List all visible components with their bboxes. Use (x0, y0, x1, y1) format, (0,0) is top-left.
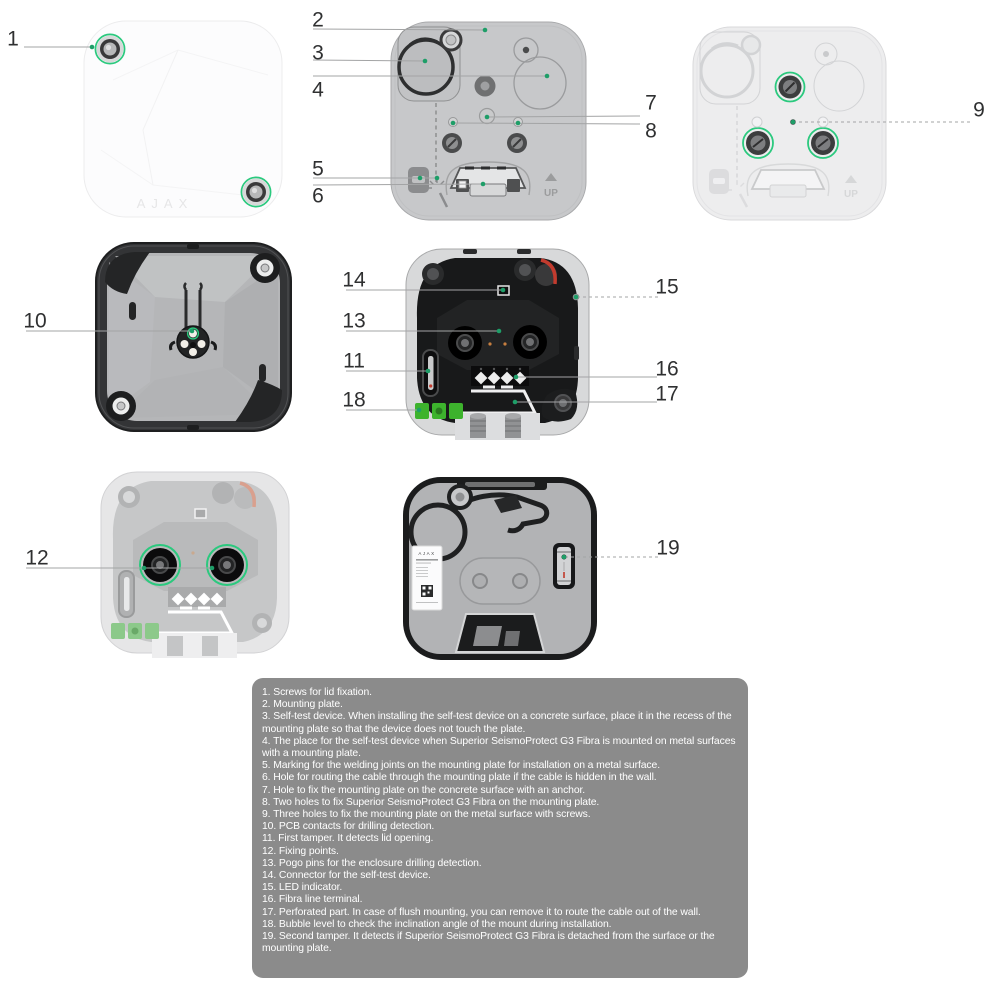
metal-hole-right (817, 116, 829, 128)
device-mounting-plate-faded: UP (692, 26, 887, 221)
callout-17: 17 (655, 382, 679, 406)
callout-3: 3 (312, 41, 324, 65)
device-mounting-plate: UP (390, 21, 587, 221)
lid-screw-boss-bottom-left (106, 391, 136, 421)
callout-15: 15 (655, 275, 679, 299)
lid-screw-boss-top-right (250, 253, 280, 283)
device-lid-inside (95, 242, 292, 432)
fixing-point-left (139, 544, 181, 586)
callout-12: 12 (25, 546, 49, 570)
pcb-contacts (169, 282, 217, 359)
legend-item: 5. Marking for the welding joints on the… (262, 760, 660, 772)
second-tamper (553, 543, 575, 589)
up-label: UP (544, 188, 558, 199)
legend-item: 18. Bubble level to check the inclinatio… (262, 918, 612, 930)
lid-screw-top-left (94, 33, 126, 65)
board-screw-top-left (422, 263, 444, 285)
red-wire (540, 258, 557, 285)
ajax-logo: AJAX (137, 196, 194, 211)
product-label: AJAX (411, 545, 443, 611)
welding-mask-icon-faded (709, 169, 749, 208)
damper-right (513, 325, 547, 359)
metal-screw-top (774, 71, 806, 103)
legend-item: 7. Hole to fix the mounting plate on the… (262, 784, 586, 796)
plate-screw-right (507, 133, 527, 153)
callout-16: 16 (655, 357, 679, 381)
callout-6: 6 (312, 184, 324, 208)
callout-1: 1 (7, 27, 19, 51)
device-internals (405, 248, 590, 440)
lid-screw-bottom-right (240, 176, 272, 208)
legend-item: 14. Connector for the self-test device. (262, 870, 431, 882)
mount-bolt-right (505, 413, 521, 438)
legend-item: 11. First tamper. It detects lid opening… (262, 833, 434, 845)
callout-7: 7 (645, 91, 657, 115)
qr-code (421, 585, 433, 597)
callout-11: 11 (343, 349, 365, 373)
damper-left (448, 326, 482, 360)
callout-2: 2 (312, 8, 324, 32)
fix-hole-left (448, 117, 458, 127)
board-screw-bottom-right (541, 388, 578, 422)
connector-recess (445, 161, 531, 197)
legend-item: 15. LED indicator. (262, 882, 343, 894)
metal-hole-left (751, 116, 763, 128)
callout-13: 13 (342, 309, 366, 333)
callout-10: 10 (23, 309, 47, 333)
metal-hole-center (790, 119, 796, 125)
self-test-recess (397, 26, 463, 102)
bubble-level (415, 403, 463, 419)
device-back: AJAX (403, 477, 597, 660)
up-arrow-icon-faded: UP (844, 175, 858, 200)
legend-item: 12. Fixing points. (262, 845, 339, 857)
callout-8: 8 (645, 119, 657, 143)
callout-9: 9 (973, 98, 985, 122)
legend-item: 13. Pogo pins for the enclosure drilling… (262, 857, 482, 869)
metal-screw-right (807, 127, 839, 159)
legend-item: 17. Perforated part. In case of flush mo… (262, 906, 701, 918)
legend-item: 3. Self-test device. When installing the… (262, 711, 732, 735)
legend-item: 9. Three holes to fix the mounting plate… (262, 809, 591, 821)
self-test-connector (497, 285, 510, 296)
board-screw-top-right (514, 259, 536, 281)
device-internals-faded (100, 471, 290, 658)
fixing-point-right (206, 544, 248, 586)
legend-item: 2. Mounting plate. (262, 699, 343, 711)
metal-screw-left (742, 127, 774, 159)
callout-5: 5 (312, 157, 324, 181)
anchor-hole (478, 107, 496, 125)
callout-14: 14 (342, 268, 366, 292)
mount-oval (459, 557, 541, 605)
fibra-terminal (471, 366, 529, 386)
led-indicator (572, 293, 580, 301)
callout-4: 4 (312, 78, 324, 102)
connector-recess-faded (746, 163, 830, 198)
legend-item: 1. Screws for lid fixation. (262, 687, 372, 698)
device-lid-front: AJAX (83, 20, 283, 218)
legend-box: 1. Screws for lid fixation. 2. Mounting … (252, 678, 748, 978)
callout-18: 18 (342, 388, 366, 412)
legend-item: 10. PCB contacts for drilling detection. (262, 821, 435, 833)
legend-item: 6. Hole for routing the cable through th… (262, 772, 657, 784)
legend-item: 4. The place for the self-test device wh… (262, 735, 736, 760)
svg-text:UP: UP (844, 189, 858, 200)
up-arrow-icon: UP (544, 173, 558, 199)
legend-item: 8. Two holes to fix Superior SeismoProte… (262, 796, 600, 808)
callout-19: 19 (656, 536, 680, 560)
bottom-recess (454, 613, 546, 653)
legend-item: 19. Second tamper. It detects if Superio… (262, 931, 715, 955)
label-brand: AJAX (418, 551, 435, 556)
plate-screw-left (442, 133, 462, 153)
first-tamper (422, 349, 439, 397)
keyhole-recess (513, 37, 567, 110)
legend-item: 16. Fibra line terminal. (262, 894, 363, 906)
fix-hole-right (513, 117, 523, 127)
mount-bolt-left (470, 413, 486, 438)
bubble-level-faded (111, 623, 159, 639)
